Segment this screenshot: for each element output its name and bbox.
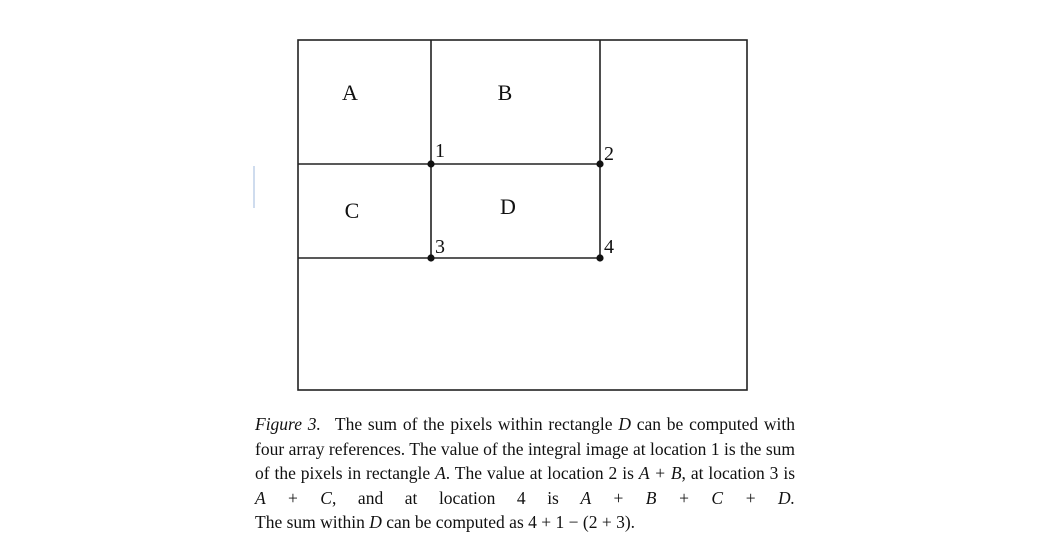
integral-image-diagram: A B C D 1 2 3 4 [297, 39, 748, 391]
caption-text-2: can be computed [636, 414, 759, 434]
caption-var-d: D [618, 414, 631, 434]
point-label-4: 4 [604, 236, 614, 258]
caption-text-4: 1 is the sum of the pixels in rectangle [255, 438, 796, 484]
caption-var-a-plus-c: A + C [255, 487, 332, 508]
point-marker-3 [427, 254, 435, 262]
caption-text-7: , and at location 4 is [331, 487, 559, 508]
region-label-d: D [500, 194, 516, 219]
point-label-1: 1 [435, 140, 445, 162]
caption-last-line: The sum within D can be computed as 4 + … [255, 510, 795, 535]
caption-text-3: with four array references. The value of… [255, 414, 796, 459]
caption-text-1: The sum of the pixels within rectangle [334, 414, 613, 434]
image-frame [297, 39, 748, 391]
caption-var-a-plus-b-plus-c-plus-d: A + B + C + D. [580, 487, 795, 508]
caption-var-a: A [435, 463, 446, 483]
caption-text-6: , at location 3 is [681, 463, 795, 483]
point-label-2: 2 [604, 143, 614, 165]
region-label-b: B [498, 80, 513, 105]
margin-marker [253, 166, 255, 208]
caption-var-d-2: D [369, 512, 382, 532]
point-marker-1 [427, 160, 435, 168]
caption-text-8: The sum within [255, 512, 365, 532]
figure-number: Figure 3. [255, 414, 321, 434]
figure-caption: Figure 3. The sum of the pixels within re… [255, 412, 795, 535]
caption-text-9: can be computed as 4 + 1 − (2 + 3). [386, 512, 636, 532]
caption-text-5: . The value at location 2 is [445, 463, 634, 483]
point-marker-4 [596, 254, 604, 262]
caption-var-a-plus-b: A + B [638, 463, 682, 483]
point-marker-2 [596, 160, 604, 168]
point-label-3: 3 [435, 236, 445, 258]
region-label-c: C [345, 198, 360, 223]
region-label-a: A [342, 80, 358, 105]
